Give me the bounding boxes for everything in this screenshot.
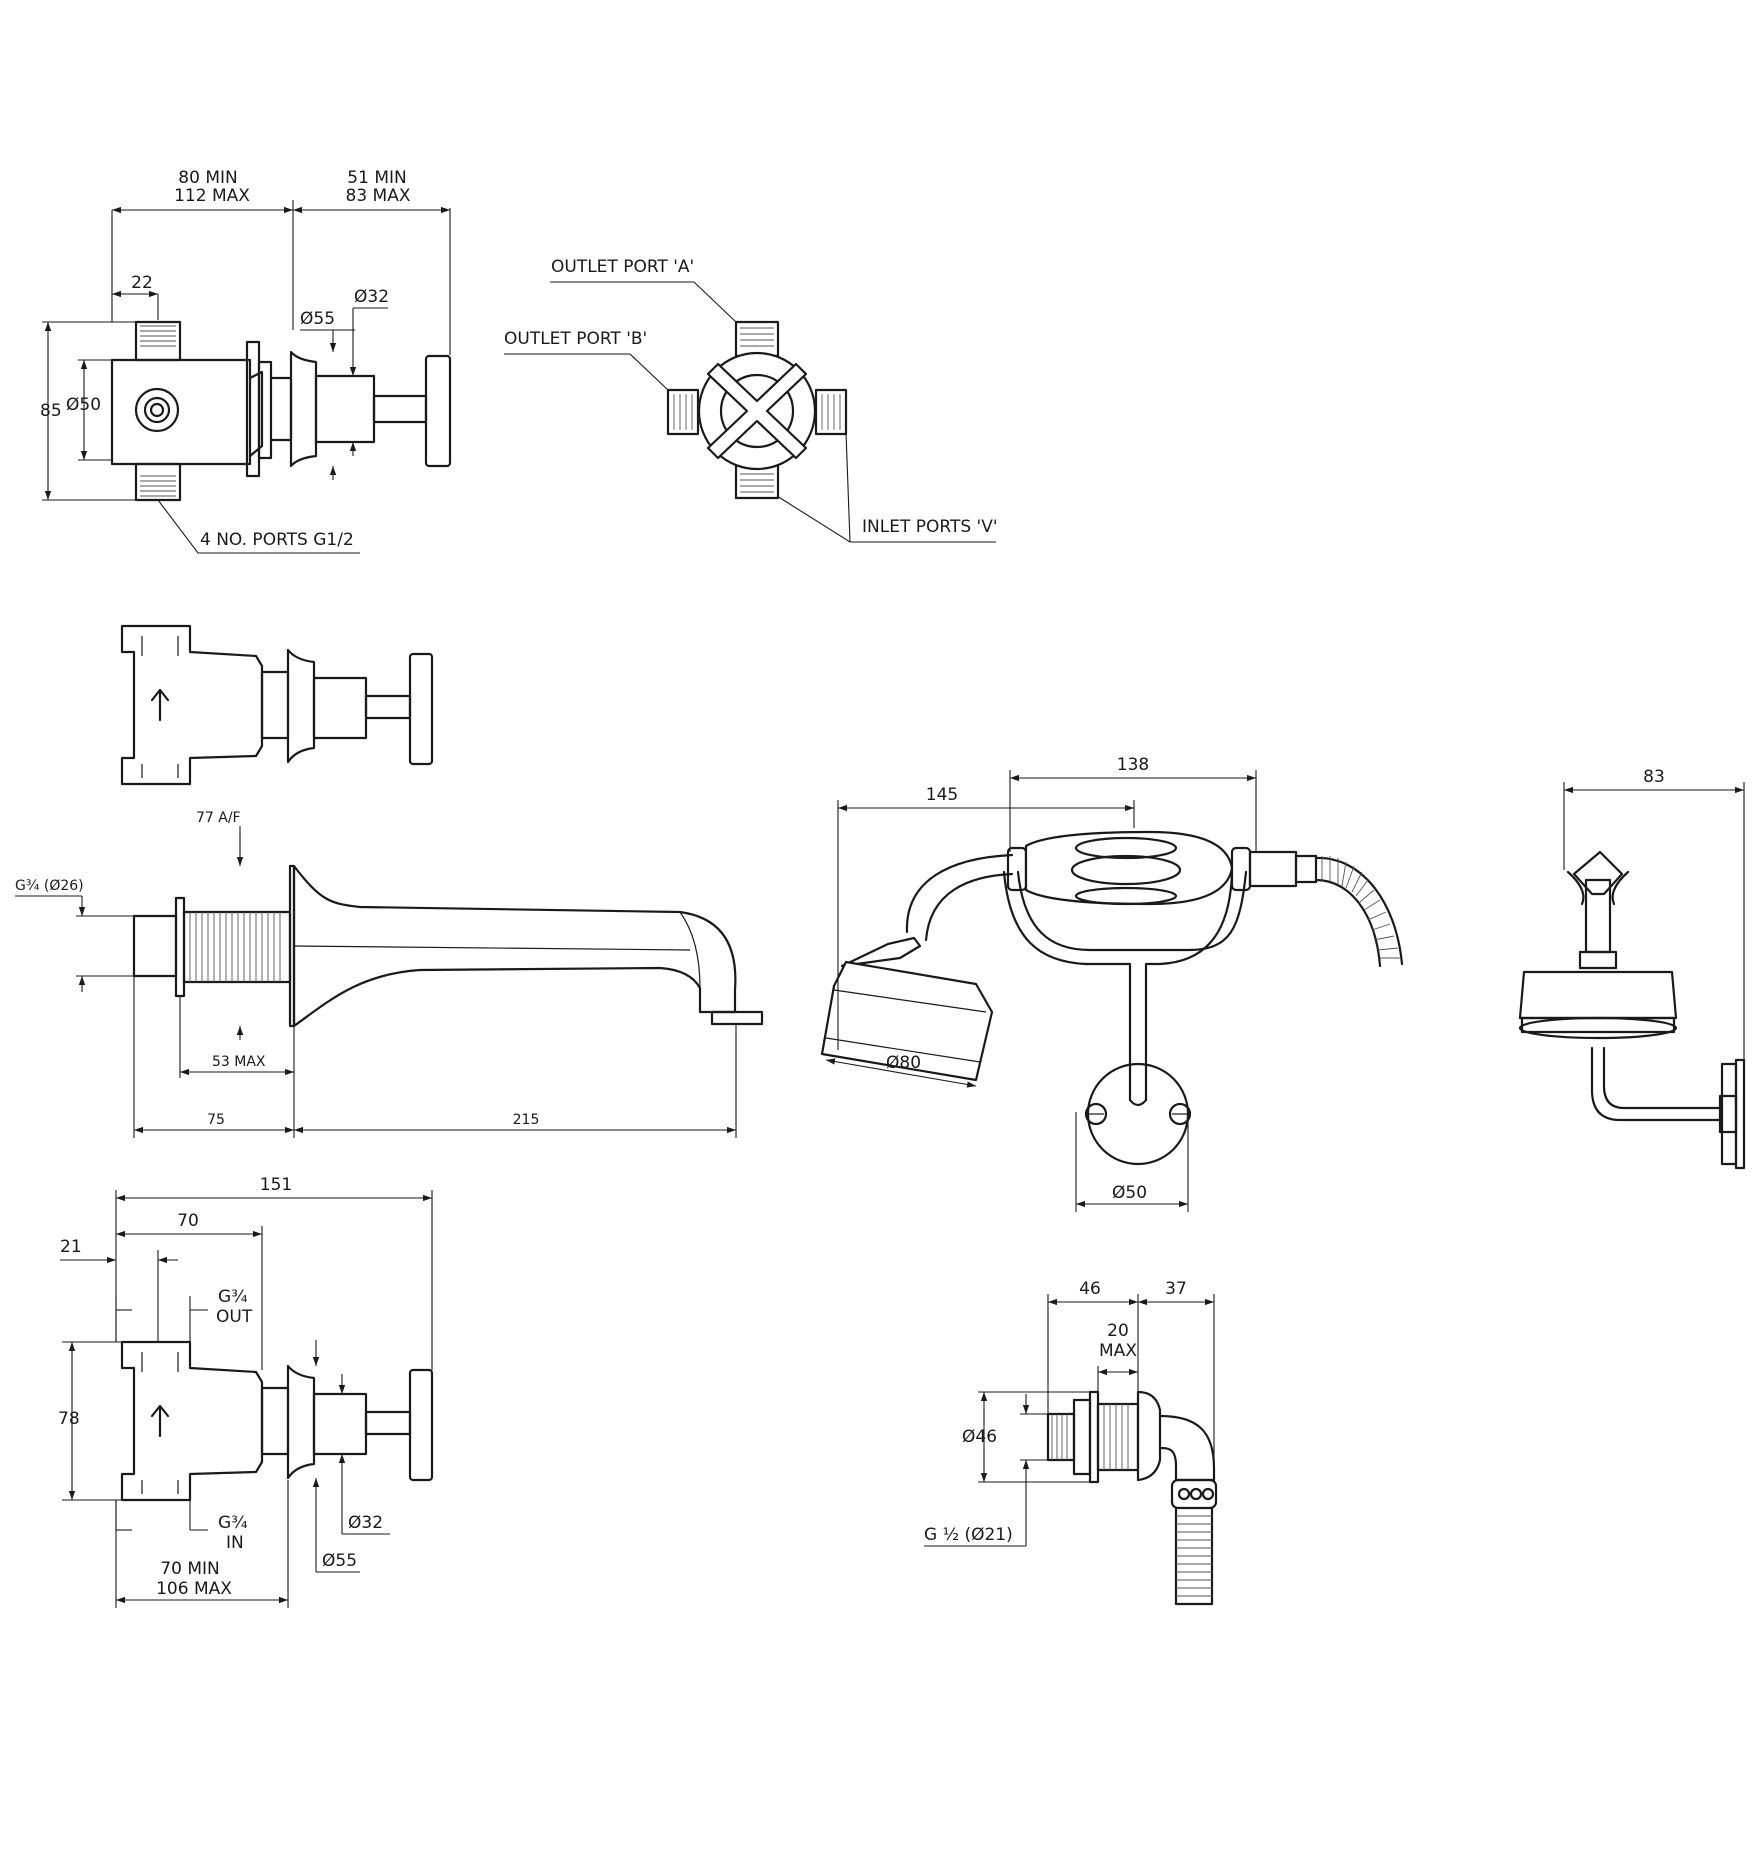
dim-out: OUT [216,1307,253,1327]
wall-outlet-view: 46 37 20 MAX Ø46 G ½ (Ø21) [924,1279,1218,1606]
valve-side-view [120,624,434,786]
outlet-port-b: OUTLET PORT 'B' [504,329,647,349]
dim-80-min: 80 MIN [178,168,237,188]
dim-70: 70 [177,1211,199,1231]
bottom-valve-view: 151 70 21 G¾ OUT 78 G¾ IN 70 MIN 106 MAX… [58,1175,434,1608]
dim-46: 46 [1079,1279,1101,1299]
dim-22: 22 [131,273,153,293]
dim-20: 20 [1107,1321,1129,1341]
dim-83-max: 83 MAX [346,186,411,206]
dim-75: 75 [207,1112,225,1128]
handset-view: 138 145 Ø80 Ø50 [820,755,1404,1212]
dim-in: IN [226,1533,244,1553]
dim-37: 37 [1165,1279,1187,1299]
dim-145: 145 [926,785,958,805]
dim-20-max: MAX [1099,1341,1137,1361]
dim-hs-d50: Ø50 [1112,1183,1147,1203]
dim-112-max: 112 MAX [174,186,250,206]
dim-21: 21 [60,1237,82,1257]
dim-215: 215 [513,1112,540,1128]
dim-d80: Ø80 [886,1053,921,1073]
dim-bv-d32: Ø32 [348,1513,383,1533]
dim-bv-d55: Ø55 [322,1551,357,1571]
dim-83: 83 [1643,767,1665,787]
dim-51-min: 51 MIN [347,168,406,188]
spout-view: 77 A/F G¾ (Ø26) 53 MAX 75 215 [15,810,764,1138]
dim-d32: Ø32 [354,287,389,307]
dim-106-max: 106 MAX [156,1579,232,1599]
dim-138: 138 [1117,755,1149,775]
outlet-port-a: OUTLET PORT 'A' [551,257,694,277]
dim-85: 85 [40,401,62,421]
dim-77-af: 77 A/F [196,810,241,826]
handset-side-view: 83 [1518,767,1746,1170]
dim-wo-d46: Ø46 [962,1427,997,1447]
dim-78: 78 [58,1409,80,1429]
dim-151: 151 [260,1175,292,1195]
dim-in-g34: G¾ [218,1513,248,1533]
cross-handle-view: OUTLET PORT 'A' OUTLET PORT 'B' INLET PO… [504,257,998,543]
dim-70-min: 70 MIN [160,1559,219,1579]
valve-front-view: 80 MIN 112 MAX 51 MIN 83 MAX 22 Ø55 Ø32 … [40,168,452,554]
dim-g34-d26: G¾ (Ø26) [15,878,84,894]
dim-g12-d21: G ½ (Ø21) [924,1525,1013,1545]
dim-53-max: 53 MAX [212,1054,266,1070]
dim-d55: Ø55 [300,309,335,329]
ports-note: 4 NO. PORTS G1/2 [200,530,354,550]
inlet-ports-v: INLET PORTS 'V' [862,517,998,537]
dim-out-g34: G¾ [218,1287,248,1307]
dim-d50: Ø50 [66,395,101,415]
